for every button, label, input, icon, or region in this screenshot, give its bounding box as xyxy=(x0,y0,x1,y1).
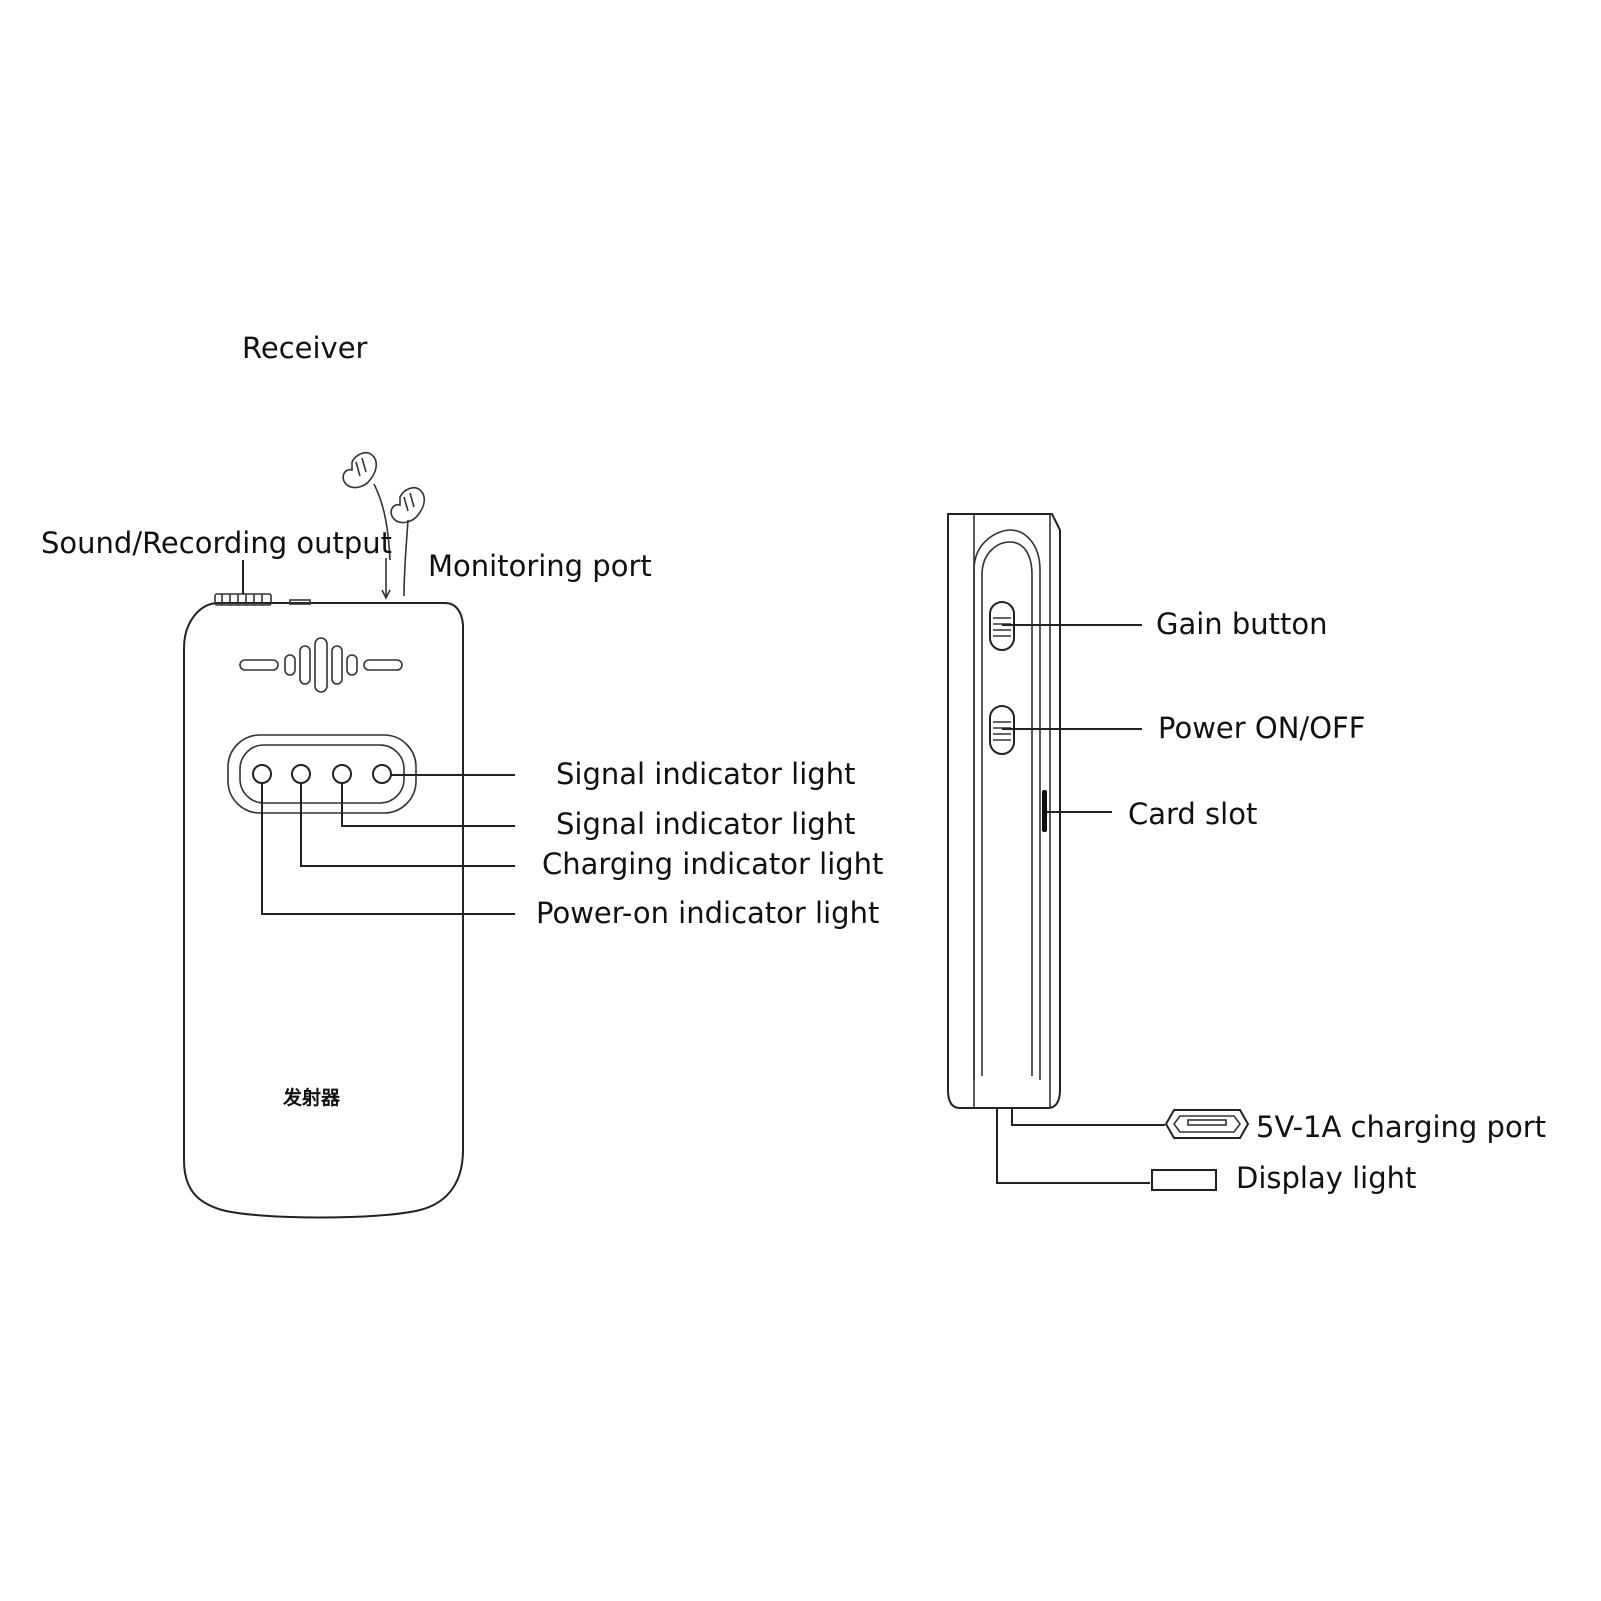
label-gain-button: Gain button xyxy=(1156,607,1328,641)
signal-indicator-icon-1 xyxy=(372,764,392,784)
speaker-grille-icon xyxy=(239,637,403,693)
label-power-on-light: Power-on indicator light xyxy=(536,896,879,930)
earphones-icon xyxy=(342,452,426,600)
display-light-icon xyxy=(1151,1169,1217,1191)
label-signal-light-2: Signal indicator light xyxy=(556,807,855,841)
label-monitoring-port: Monitoring port xyxy=(428,549,652,583)
front-view: 发射器 Sound/Recording output Monitoring po… xyxy=(41,452,883,1219)
label-card-slot: Card slot xyxy=(1128,797,1257,831)
label-power-switch: Power ON/OFF xyxy=(1158,711,1365,745)
diagram-title: Receiver xyxy=(242,331,368,365)
device-body-front xyxy=(183,602,464,1219)
device-marking: 发射器 xyxy=(282,1086,341,1109)
card-slot-icon xyxy=(1042,790,1047,832)
label-charging-light: Charging indicator light xyxy=(542,847,883,881)
label-signal-light-1: Signal indicator light xyxy=(556,757,855,791)
side-view: Gain button Power ON/OFF Card slot 5V-1A… xyxy=(947,513,1546,1195)
label-charging-port: 5V-1A charging port xyxy=(1256,1110,1546,1144)
power-on-indicator-icon xyxy=(252,764,272,784)
usb-port-icon xyxy=(1164,1109,1250,1139)
volume-knob-icon xyxy=(214,593,311,606)
charging-indicator-icon xyxy=(291,764,311,784)
signal-indicator-icon-2 xyxy=(332,764,352,784)
label-sound-output: Sound/Recording output xyxy=(41,526,392,560)
label-display-light: Display light xyxy=(1236,1161,1416,1195)
device-body-side xyxy=(947,513,1061,1109)
